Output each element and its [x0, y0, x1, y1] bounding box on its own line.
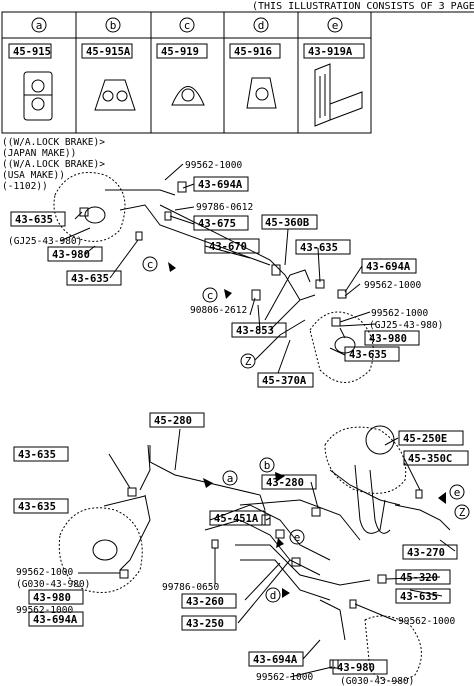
legend-part-a[interactable]: 45-915 [13, 46, 51, 58]
legend-letter-e: e [332, 19, 339, 32]
part-99562-1000-e[interactable]: 99562-1000 [16, 605, 73, 616]
clip-d-icon [246, 77, 277, 109]
lower-assembly [58, 425, 451, 682]
legend-part-d[interactable]: 45-916 [234, 46, 272, 58]
legend-letter-c: c [184, 19, 191, 32]
arrow-a-icon [203, 478, 213, 488]
part-43-635-d[interactable]: 43-635 [349, 349, 387, 361]
upper-leaders [59, 163, 377, 374]
part-99562-1000-b[interactable]: 99562-1000 [364, 280, 421, 291]
part-45-451a[interactable]: 45-451A [214, 513, 259, 525]
part-43-670[interactable]: 43-670 [209, 241, 247, 253]
ref-d-lower: d [270, 589, 277, 602]
label-boxes [8, 43, 469, 675]
part-43-694a-c[interactable]: 43-694A [33, 614, 78, 626]
ref-z-lower: Z [459, 506, 466, 519]
part-43-635-f[interactable]: 43-635 [18, 501, 56, 513]
part-gj25-43-980-a[interactable]: (GJ25-43-980) [8, 236, 82, 247]
part-43-694a-d[interactable]: 43-694A [253, 654, 298, 666]
part-99562-1000-f[interactable]: 99562-1000 [398, 616, 455, 627]
arrow-c2-icon [224, 289, 232, 299]
part-43-635-a[interactable]: 43-635 [15, 214, 53, 226]
part-43-635-b[interactable]: 43-635 [71, 273, 109, 285]
legend-part-c[interactable]: 45-919 [161, 46, 199, 58]
arrow-c-icon [168, 262, 176, 272]
ref-c-1: c [147, 258, 154, 271]
clip-a-icon [23, 71, 53, 121]
ref-b-lower: b [264, 459, 271, 472]
condition-line-1: ((W/A.LOCK BRAKE)> [2, 137, 105, 148]
part-gj25-43-980-b[interactable]: (GJ25-43-980) [369, 320, 443, 331]
clip-c-icon [171, 86, 205, 106]
arrow-e2-icon [438, 492, 446, 504]
condition-line-5: (-1102)) [2, 181, 48, 192]
reference-circles [31, 17, 470, 603]
header-note: (THIS ILLUSTRATION CONSISTS OF 3 PAGES) [252, 1, 474, 12]
part-45-320[interactable]: 45-320 [400, 572, 438, 584]
legend-letter-b: b [110, 19, 117, 32]
condition-line-2: (JAPAN MAKE)) [2, 148, 76, 159]
part-43-853[interactable]: 43-853 [236, 325, 274, 337]
part-43-280[interactable]: 43-280 [266, 477, 304, 489]
part-99786-0612[interactable]: 99786-0612 [196, 202, 253, 213]
clip-b-icon [94, 79, 136, 111]
part-g030-43-980-a[interactable]: (G030-43-980) [16, 579, 90, 590]
part-99786-0650[interactable]: 99786-0650 [162, 582, 219, 593]
arrow-b-icon [275, 472, 285, 482]
condition-line-3: ((W/A.LOCK BRAKE)> [2, 159, 105, 170]
part-43-980-a[interactable]: 43-980 [52, 249, 90, 261]
legend-part-e[interactable]: 43-919A [308, 46, 353, 58]
part-43-980-c[interactable]: 43-980 [33, 592, 71, 604]
part-43-635-g[interactable]: 43-635 [400, 591, 438, 603]
part-99562-1000-c[interactable]: 99562-1000 [371, 308, 428, 319]
clip-e-icon [314, 63, 363, 127]
part-g030-43-980-b[interactable]: (G030-43-980) [340, 676, 414, 686]
part-43-635-c[interactable]: 43-635 [300, 242, 338, 254]
clip-legend-table [1, 11, 474, 134]
part-43-675[interactable]: 43-675 [198, 218, 236, 230]
part-43-980-d[interactable]: 43-980 [337, 662, 375, 674]
arrow-d-icon [282, 588, 290, 598]
part-43-694a-b[interactable]: 43-694A [366, 261, 411, 273]
part-45-370a[interactable]: 45-370A [262, 375, 307, 387]
upper-assembly [53, 172, 374, 383]
part-43-694a-a[interactable]: 43-694A [198, 179, 243, 191]
part-43-270[interactable]: 43-270 [407, 547, 445, 559]
legend-letter-a: a [36, 19, 43, 32]
part-45-350c[interactable]: 45-350C [408, 453, 452, 465]
part-99562-1000-g[interactable]: 99562-1000 [256, 672, 313, 683]
arrow-e-icon [276, 538, 284, 548]
legend-part-b[interactable]: 45-915A [86, 46, 131, 58]
part-43-635-e[interactable]: 43-635 [18, 449, 56, 461]
part-90806-2612[interactable]: 90806-2612 [190, 305, 247, 316]
part-45-360b[interactable]: 45-360B [265, 217, 309, 229]
arrows [168, 262, 446, 598]
part-99562-1000-d[interactable]: 99562-1000 [16, 567, 73, 578]
part-45-280[interactable]: 45-280 [154, 415, 192, 427]
ref-z-upper: Z [245, 355, 252, 368]
lower-leaders [78, 428, 456, 678]
part-43-260[interactable]: 43-260 [186, 596, 224, 608]
ref-e-lower-1: e [294, 531, 301, 544]
legend-letter-d: d [258, 19, 265, 32]
part-45-250e[interactable]: 45-250E [403, 433, 447, 445]
part-99562-1000-a[interactable]: 99562-1000 [185, 160, 242, 171]
part-43-250[interactable]: 43-250 [186, 618, 224, 630]
ref-c-2: c [207, 289, 214, 302]
ref-e-lower-2: e [454, 486, 461, 499]
condition-line-4: (USA MAKE)) [2, 170, 65, 181]
part-43-980-b[interactable]: 43-980 [369, 333, 407, 345]
ref-a-lower: a [227, 472, 234, 485]
